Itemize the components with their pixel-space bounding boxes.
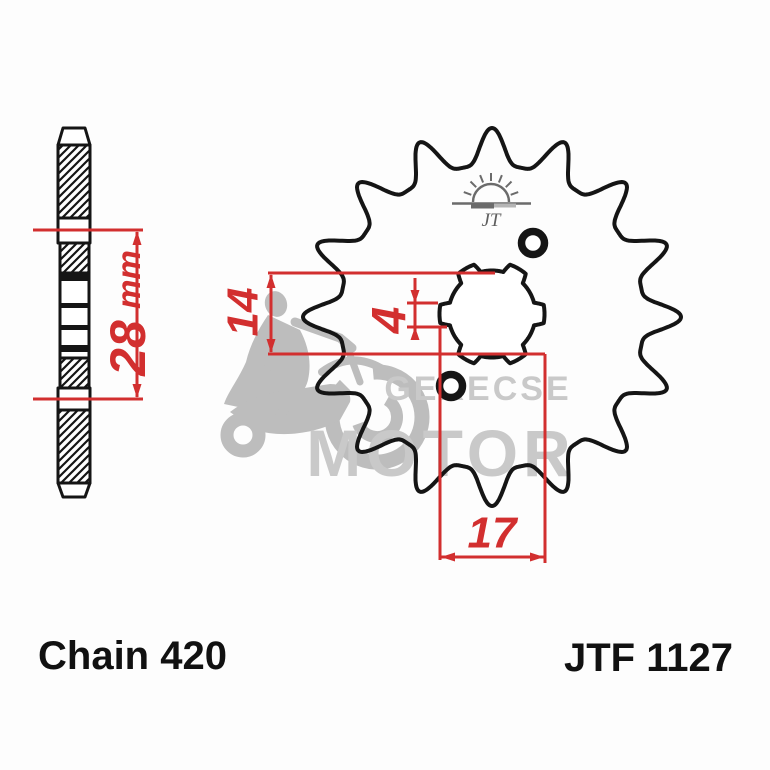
top-chamfer xyxy=(56,126,92,147)
bottom-chamfer xyxy=(56,481,92,499)
hub-section-bottom xyxy=(58,356,91,390)
rider-boot xyxy=(275,409,287,421)
motocross-rider-watermark xyxy=(220,291,430,470)
rim-section-top xyxy=(56,143,92,220)
spline-band xyxy=(60,345,89,352)
spline-bore-side xyxy=(58,271,91,360)
spline-band xyxy=(60,303,89,308)
dimensions-group: 28 mm 14 4 17 xyxy=(33,228,547,563)
jt-logo-text: JT xyxy=(482,210,502,231)
dimension-4-label: 4 xyxy=(364,307,417,335)
dimension-arrows xyxy=(132,231,544,562)
arrow-up-icon xyxy=(410,327,420,340)
chain-type-label: Chain 420 xyxy=(38,634,227,678)
jt-logo: JT xyxy=(452,173,531,231)
lightening-hole-bottom xyxy=(435,370,467,402)
dimension-17-label: 17 xyxy=(468,509,519,558)
bike-frame xyxy=(230,384,351,435)
hub-section-top xyxy=(58,241,91,275)
arrow-left-icon xyxy=(441,552,455,562)
sprocket-front-view: JT xyxy=(301,126,683,508)
dimension-14-label: 14 xyxy=(219,288,268,337)
watermark-line1: GERECSE xyxy=(384,370,571,408)
gear-teeth-outline xyxy=(301,126,683,508)
spline-bore xyxy=(437,262,547,366)
arrow-right-icon xyxy=(530,552,544,562)
part-number-label: JTF 1127 xyxy=(564,636,733,680)
rim-section-bottom xyxy=(56,408,92,485)
lightening-hole-top xyxy=(517,227,549,259)
dimension-28mm-label: 28 mm xyxy=(100,250,156,377)
spline-band xyxy=(60,273,89,281)
rider-leg xyxy=(257,365,296,417)
sprocket-side-view xyxy=(56,126,92,499)
dim-28-unit: mm xyxy=(110,250,147,309)
front-wheel-hub-icon xyxy=(352,394,403,443)
arrow-down-icon xyxy=(132,384,142,398)
arrow-down-icon xyxy=(266,339,276,353)
front-fender xyxy=(318,356,388,376)
spline-band xyxy=(60,325,89,330)
arrow-down-icon xyxy=(410,290,420,303)
arrow-up-icon xyxy=(266,274,276,288)
dim-28-value: 28 xyxy=(100,320,156,377)
rising-sun-icon xyxy=(452,173,531,209)
arrow-up-icon xyxy=(132,231,142,245)
